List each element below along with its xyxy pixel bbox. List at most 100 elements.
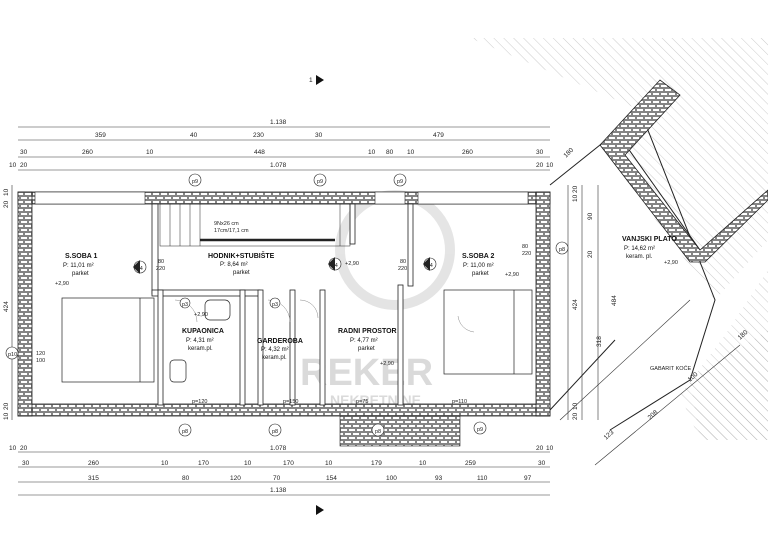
svg-text:P: 11,01 m²: P: 11,01 m² <box>63 263 94 269</box>
svg-text:+2,90: +2,90 <box>194 312 208 318</box>
svg-text:154: 154 <box>326 475 337 482</box>
svg-text:S.SOBA 2: S.SOBA 2 <box>462 253 495 260</box>
svg-text:100: 100 <box>36 358 45 364</box>
svg-text:keram.pl.: keram.pl. <box>262 355 287 361</box>
svg-text:260: 260 <box>462 149 473 156</box>
dimension-lines-top <box>18 126 550 171</box>
svg-text:10: 10 <box>9 445 17 452</box>
section-marker: 1 <box>309 75 324 515</box>
svg-text:20: 20 <box>20 162 28 169</box>
svg-text:v4: v4 <box>427 263 433 269</box>
svg-text:p9: p9 <box>397 179 403 185</box>
dim-top-row3: 30 260 10 448 10 80 10 260 30 <box>20 149 544 156</box>
dim-top-row4: 10 20 1.078 20 10 <box>9 162 554 169</box>
stair-note-1: 9Nx26 cm <box>214 221 239 227</box>
svg-text:110: 110 <box>477 475 488 482</box>
dim-bottom-row1: 10 20 1.078 20 10 <box>9 445 554 452</box>
svg-text:230: 230 <box>253 132 264 139</box>
svg-text:220: 220 <box>522 251 531 257</box>
svg-text:p=110: p=110 <box>452 399 467 405</box>
room-vanjski-plato: VANJSKI PLATO P: 14,62 m² keram. pl. +2,… <box>622 236 678 266</box>
svg-text:p=150: p=150 <box>283 399 298 405</box>
svg-text:P: 8,64 m²: P: 8,64 m² <box>220 262 248 268</box>
svg-text:170: 170 <box>283 460 294 467</box>
garden-wall <box>599 79 768 263</box>
svg-text:479: 479 <box>433 132 444 139</box>
svg-text:10: 10 <box>325 460 333 467</box>
svg-text:40: 40 <box>190 132 198 139</box>
svg-text:10: 10 <box>161 460 169 467</box>
svg-text:20: 20 <box>572 412 579 420</box>
svg-text:80: 80 <box>158 259 164 265</box>
bed-room-1 <box>61 297 155 383</box>
svg-text:10: 10 <box>407 149 415 156</box>
svg-text:123: 123 <box>603 429 616 442</box>
svg-text:p3: p3 <box>182 302 188 308</box>
svg-text:20: 20 <box>536 445 544 452</box>
svg-text:484: 484 <box>611 295 618 306</box>
svg-text:315: 315 <box>88 475 99 482</box>
svg-text:S.SOBA 1: S.SOBA 1 <box>65 253 98 260</box>
svg-text:10: 10 <box>3 188 10 196</box>
svg-text:10: 10 <box>546 162 554 169</box>
svg-text:parket: parket <box>358 346 375 352</box>
svg-text:p3: p3 <box>272 302 278 308</box>
dim-left: 10 20 424 20 10 <box>3 188 10 420</box>
svg-text:p9: p9 <box>317 179 323 185</box>
dimension-lines-bottom <box>18 451 550 496</box>
svg-text:100: 100 <box>386 475 397 482</box>
svg-text:p9: p9 <box>192 179 198 185</box>
svg-text:p=75: p=75 <box>356 399 368 405</box>
svg-text:p8: p8 <box>559 247 565 253</box>
svg-text:+2,90: +2,90 <box>505 272 519 278</box>
dim-top-diag: 180 <box>562 147 575 160</box>
room-garderoba: GARDEROBA P: 4,32 m² keram.pl. <box>257 338 303 361</box>
svg-text:20: 20 <box>3 402 10 410</box>
room-s-soba-1: S.SOBA 1 P: 11,01 m² parket +2,90 <box>55 253 98 287</box>
svg-text:parket: parket <box>472 271 489 277</box>
svg-text:20: 20 <box>3 200 10 208</box>
svg-text:80: 80 <box>182 475 190 482</box>
svg-text:parket: parket <box>233 270 250 276</box>
outer-walls <box>17 191 551 447</box>
svg-text:208: 208 <box>647 409 660 422</box>
svg-text:424: 424 <box>3 301 10 312</box>
stair-note-2: 17cm/17,1 cm <box>214 228 249 234</box>
svg-text:424: 424 <box>572 299 579 310</box>
terrain-hatch <box>470 38 768 440</box>
svg-text:v4: v4 <box>332 263 338 269</box>
svg-text:220: 220 <box>398 266 407 272</box>
opening-sizes: 80 220 80 220 120 100 80 220 <box>36 244 531 364</box>
svg-text:keram. pl.: keram. pl. <box>626 254 653 260</box>
svg-text:GARDEROBA: GARDEROBA <box>257 338 303 345</box>
svg-text:30: 30 <box>536 149 544 156</box>
svg-text:80: 80 <box>386 149 394 156</box>
svg-text:260: 260 <box>88 460 99 467</box>
svg-text:30: 30 <box>315 132 323 139</box>
svg-text:+2,90: +2,90 <box>55 281 69 287</box>
svg-text:+2,90: +2,90 <box>345 261 359 267</box>
svg-text:1.078: 1.078 <box>270 445 287 452</box>
interior-walls <box>151 203 414 406</box>
svg-text:p8: p8 <box>272 429 278 435</box>
svg-text:20: 20 <box>536 162 544 169</box>
svg-text:10: 10 <box>419 460 427 467</box>
svg-text:p=120: p=120 <box>192 399 207 405</box>
svg-text:p8: p8 <box>182 429 188 435</box>
bathroom-fixtures <box>169 299 231 383</box>
svg-text:1.078: 1.078 <box>270 162 287 169</box>
svg-text:+2,90: +2,90 <box>380 361 394 367</box>
room-s-soba-2: S.SOBA 2 P: 11,00 m² parket +2,90 <box>462 253 519 278</box>
svg-text:448: 448 <box>254 149 265 156</box>
svg-text:p10: p10 <box>8 352 17 358</box>
svg-text:p8: p8 <box>375 429 381 435</box>
room-hodnik: HODNIK+STUBIŠTE P: 8,64 m² parket +2,90 <box>208 251 359 276</box>
window-tags <box>5 173 569 437</box>
door-tag: v4 <box>423 257 437 271</box>
svg-text:keram.pl.: keram.pl. <box>188 346 213 352</box>
dim-bottom-overall: 1.138 <box>270 487 287 494</box>
dim-top-row2: 359 40 230 30 479 <box>95 132 444 139</box>
svg-text:10: 10 <box>244 460 252 467</box>
svg-text:1: 1 <box>309 77 313 84</box>
